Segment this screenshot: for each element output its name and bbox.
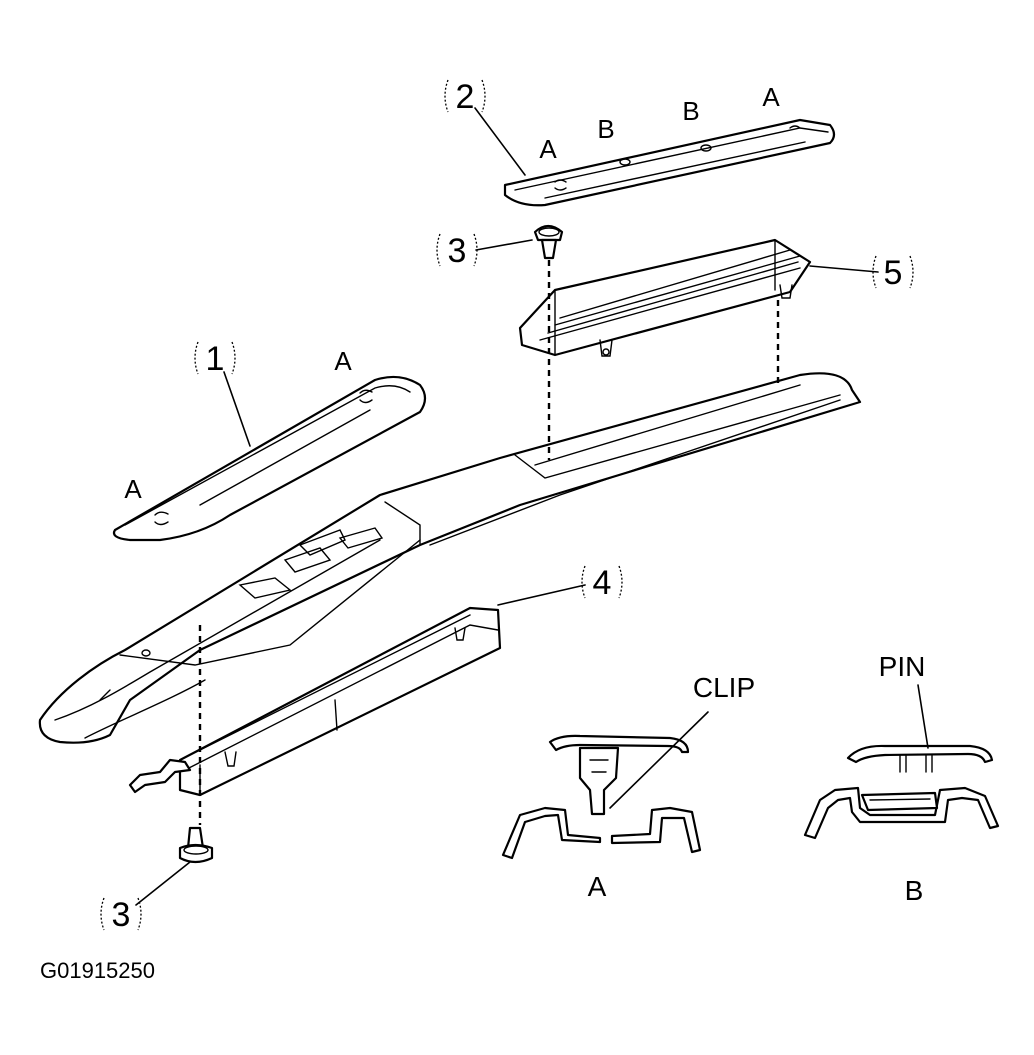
callout-1-text: 1 — [206, 340, 225, 378]
callout-3-top: 3 — [436, 232, 478, 270]
cover1-left-letter: A — [124, 474, 142, 504]
cover2-b-right-letter: B — [682, 96, 699, 126]
callout-2-text: 2 — [456, 78, 475, 116]
view-b-label: B — [905, 875, 924, 906]
callout-3-bottom: 3 — [100, 896, 142, 934]
front-cover-part-1 — [112, 375, 427, 542]
callout-3-top-text: 3 — [448, 232, 467, 270]
pin-label: PIN — [879, 651, 926, 682]
leader-lines — [135, 107, 879, 906]
callout-5-text: 5 — [884, 254, 903, 292]
cover2-a-right-letter: A — [762, 82, 780, 112]
callout-3-bottom-text: 3 — [112, 896, 131, 934]
rear-bracket-part-5 — [518, 238, 812, 357]
figure-code: G01915250 — [40, 958, 155, 983]
callout-4-text: 4 — [593, 564, 612, 602]
cover2-a-left-letter: A — [539, 134, 557, 164]
callout-2: 2 — [444, 78, 486, 116]
alignment-lines — [198, 260, 780, 825]
roof-rail-main-body — [38, 372, 862, 744]
detail-a-clip — [501, 711, 709, 860]
callout-1: 1 — [194, 340, 236, 378]
view-a-label: A — [588, 871, 607, 902]
cover1-right-letter: A — [334, 346, 352, 376]
fastener-bottom-part-3 — [178, 826, 214, 864]
rear-cover-part-2 — [503, 118, 836, 207]
clip-label: CLIP — [693, 672, 755, 703]
callout-5: 5 — [872, 254, 914, 292]
detail-b-pin — [803, 684, 1000, 840]
cover2-b-left-letter: B — [597, 114, 614, 144]
fastener-top-part-3 — [533, 224, 564, 260]
callout-4: 4 — [581, 564, 623, 602]
